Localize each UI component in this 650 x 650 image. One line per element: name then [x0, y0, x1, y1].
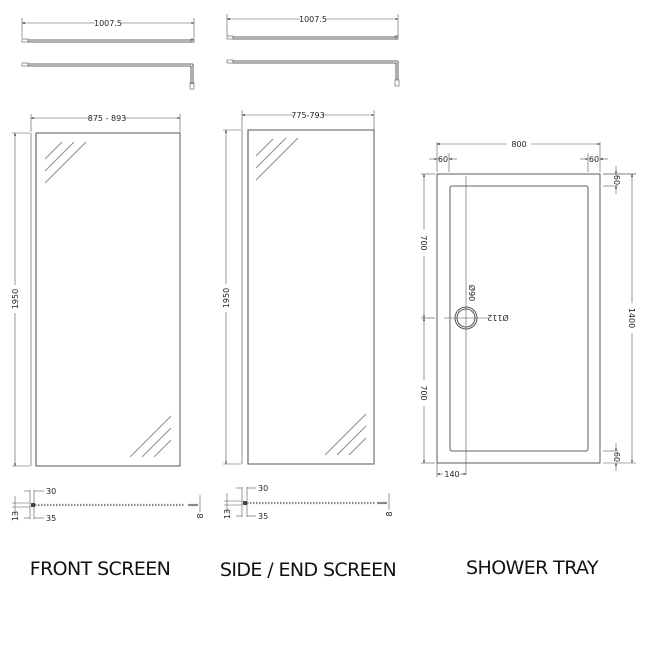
tray-waste-offset-dimension: 140: [436, 463, 467, 479]
shower-tray-drawing: 800 60 60 60 1400: [419, 140, 636, 579]
front-height-dimension: 1950: [11, 132, 30, 467]
front-glass-panel: [30, 132, 181, 467]
front-profile-right-dim: 8: [196, 513, 205, 518]
side-height-label: 1950: [222, 288, 231, 308]
front-support-bar-dimension: 1007.5: [21, 18, 195, 38]
side-support-bar-side: [226, 59, 400, 87]
tray-outline: [436, 173, 601, 464]
front-profile-bottom-dim: 35: [46, 514, 56, 523]
tray-upper-half-label: 700: [419, 235, 428, 250]
tray-right-rim-label: 60: [589, 155, 599, 164]
tray-top-rim-dimension: 60: [603, 166, 636, 194]
front-profile-top-dim: 30: [46, 487, 56, 496]
front-screen-title: FRONT SCREEN: [30, 558, 171, 580]
tray-waste-offset-label: 140: [444, 470, 459, 479]
tray-waste-outlet: Ø90 Ø112: [444, 176, 509, 475]
side-profile-right-dim: 8: [385, 511, 394, 516]
tray-left-rim-dimension: 60: [429, 153, 457, 172]
waste-outer-diameter-label: Ø112: [487, 313, 509, 323]
tray-top-rim-label: 60: [612, 175, 621, 185]
front-width-label: 875 - 893: [88, 114, 127, 123]
side-screen-title: SIDE / END SCREEN: [220, 559, 396, 581]
front-profile-left-dim: 13: [11, 511, 20, 521]
front-height-label: 1950: [11, 289, 20, 309]
tray-length-dimension: 1400: [603, 173, 636, 464]
front-screen-drawing: 1007.5 875 - 893: [11, 18, 205, 580]
side-width-dimension: 775-793: [241, 110, 375, 130]
tray-half-length-dimensions: 700 700: [419, 173, 435, 464]
side-width-label: 775-793: [291, 111, 324, 120]
side-screen-drawing: 1007.5 775-793 1950: [220, 14, 400, 581]
tray-width-label: 800: [511, 140, 526, 149]
tray-bottom-rim-label: 60: [612, 452, 621, 462]
front-support-bar-top: [21, 38, 195, 43]
tray-length-label: 1400: [627, 308, 636, 328]
waste-inner-diameter-label: Ø90: [467, 285, 477, 301]
side-bar-length-label: 1007.5: [299, 15, 327, 24]
tray-right-rim-dimension: 60: [580, 153, 608, 172]
shower-tray-title: SHOWER TRAY: [466, 557, 599, 579]
side-profile-top-dim: 30: [258, 484, 268, 493]
tray-width-dimension: 800: [436, 140, 601, 172]
side-glass-panel: [241, 129, 375, 465]
tray-bottom-rim-dimension: 60: [603, 443, 621, 471]
side-profile-left-dim: 13: [223, 509, 232, 519]
tray-left-rim-label: 60: [438, 155, 448, 164]
front-width-dimension: 875 - 893: [30, 114, 181, 132]
front-profile-section: 30 35 13 8: [11, 487, 205, 523]
side-support-bar-top: [226, 35, 399, 40]
side-height-dimension: 1950: [222, 129, 241, 465]
front-support-bar-side: [21, 62, 195, 90]
side-support-bar-dimension: 1007.5: [226, 14, 399, 36]
front-bar-length-label: 1007.5: [94, 19, 122, 28]
tray-lower-half-label: 700: [419, 385, 428, 400]
side-profile-section: 30 35 13 8: [223, 484, 394, 521]
side-profile-bottom-dim: 35: [258, 512, 268, 521]
